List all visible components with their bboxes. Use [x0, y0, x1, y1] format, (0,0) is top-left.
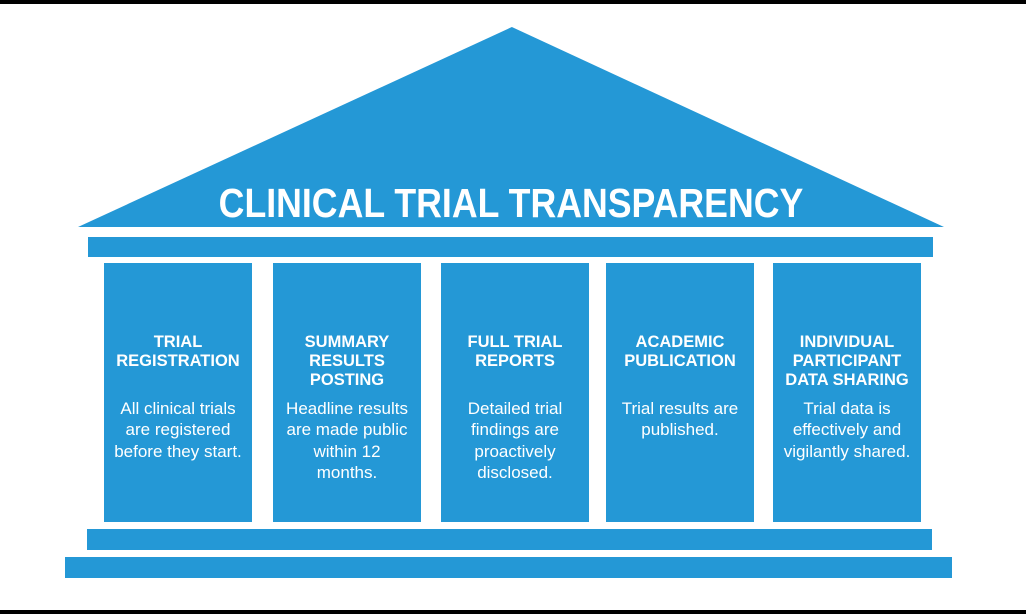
- pillar-heading: INDIVIDUAL PARTICIPANT DATA SHARING: [785, 333, 909, 390]
- title-container: CLINICAL TRIAL TRANSPARENCY: [78, 183, 944, 224]
- pillar-individual-participant-data-sharing: INDIVIDUAL PARTICIPANT DATA SHARING Tria…: [773, 263, 921, 522]
- top-border-line: [0, 0, 1026, 4]
- pillar-academic-publication: ACADEMIC PUBLICATION Trial results are p…: [606, 263, 754, 522]
- base-step-upper: [87, 529, 932, 550]
- pillar-heading: ACADEMIC PUBLICATION: [624, 333, 736, 371]
- pillar-description: Detailed trial findings are proactively …: [467, 399, 563, 483]
- pillar-summary-results-posting: SUMMARY RESULTS POSTING Headline results…: [273, 263, 421, 522]
- pillar-full-trial-reports: FULL TRIAL REPORTS Detailed trial findin…: [441, 263, 589, 522]
- pillar-description: Trial results are published.: [621, 399, 739, 440]
- roof-beam-bar: [88, 237, 933, 257]
- bottom-border-line: [0, 610, 1026, 614]
- base-step-lower: [65, 557, 952, 578]
- pillar-heading: SUMMARY RESULTS POSTING: [304, 333, 390, 390]
- pillar-trial-registration: TRIAL REGISTRATION All clinical trials a…: [104, 263, 252, 522]
- pillar-heading: TRIAL REGISTRATION: [116, 333, 240, 371]
- pillar-heading: FULL TRIAL REPORTS: [467, 333, 563, 371]
- pillar-description: Headline results are made public within …: [286, 399, 408, 483]
- pillar-description: All clinical trials are registered befor…: [114, 399, 242, 461]
- diagram-title: CLINICAL TRIAL TRANSPARENCY: [218, 180, 804, 226]
- pillar-description: Trial data is effectively and vigilantly…: [783, 399, 911, 461]
